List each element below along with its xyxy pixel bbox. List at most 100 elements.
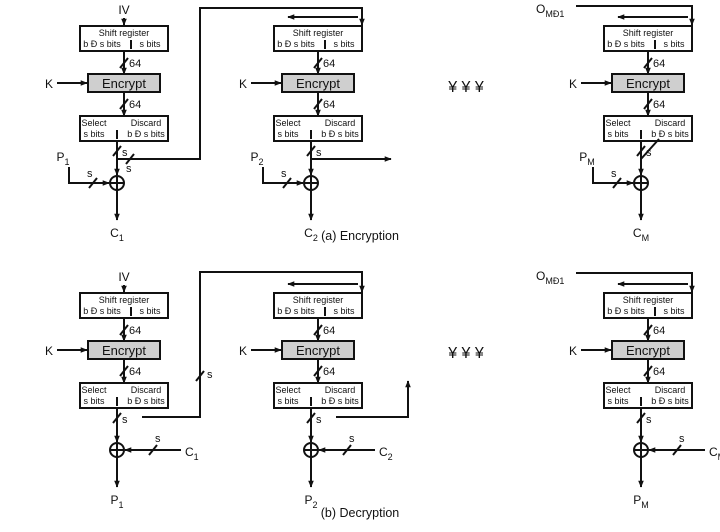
enc-stage-3-k-label: K <box>569 77 577 91</box>
dec-stage-1-discard-b-minus-s: b Ð s bits <box>127 396 165 406</box>
dec-stage-3-shift-register-label: Shift register <box>623 295 674 305</box>
enc-stage-2-output-label: C2 <box>304 226 318 243</box>
enc-stage-3-encrypt-label: Encrypt <box>626 76 670 91</box>
enc-feedback-s: s <box>126 163 132 175</box>
dec-stage-3-slash-64-a <box>643 324 653 336</box>
enc-stage-2-sr-s-bits: s bits <box>333 39 355 49</box>
enc-stage-2-shift-register-label: Shift register <box>293 28 344 38</box>
dec-stage-2-slash-64-a <box>313 324 323 336</box>
dec-stage-1-encrypt-label: Encrypt <box>102 343 146 358</box>
dec-stage-3-label-64-a: 64 <box>653 325 665 337</box>
dec-stage-2-shift-register-label: Shift register <box>293 295 344 305</box>
enc-stage-2-discard-label: Discard <box>325 118 356 128</box>
dec-stage-3-discard-b-minus-s: b Ð s bits <box>651 396 689 406</box>
dec-stage-3-input-s: s <box>679 433 685 445</box>
enc-iv-label: IV <box>118 3 129 17</box>
enc-stage-1-sr-s-bits: s bits <box>139 39 161 49</box>
enc-o-m1-label: OMÐ1 <box>536 2 564 19</box>
dec-stage-3-input-label: CM <box>709 445 720 462</box>
enc-stage-1-select-s-bits: s bits <box>83 129 105 139</box>
dec-stage-3-k-label: K <box>569 344 577 358</box>
dec-feedback-slash <box>195 370 205 382</box>
dec-stage-2-input-slash <box>342 444 352 456</box>
enc-stage-2-slash-64-a <box>313 57 323 69</box>
dec-stage-1-sr-b-minus-s: b Ð s bits <box>83 306 121 316</box>
dec-stage-3-encrypt-label: Encrypt <box>626 343 670 358</box>
enc-stage-2-label-s: s <box>316 147 322 159</box>
dec-stage-1-select-box <box>79 382 169 409</box>
enc-stage-3-input-s: s <box>611 168 617 180</box>
enc-stage-1-slash-s <box>112 145 122 157</box>
enc-feedback-slash <box>125 153 135 165</box>
dec-stage-1-slash-64-a <box>119 324 129 336</box>
dec-stage-1-select-label: Select <box>81 385 107 395</box>
enc-stage-1-shift-register-label: Shift register <box>99 28 150 38</box>
dec-stage-1-label-64-a: 64 <box>129 325 141 337</box>
dec-stage-1-input-slash <box>148 444 158 456</box>
dec-stage-3-sr-s-bits: s bits <box>663 306 685 316</box>
enc-stage-2-input-s: s <box>281 168 287 180</box>
dec-stage-3-label-64-b: 64 <box>653 366 665 378</box>
enc-stage-3-input-slash <box>612 177 622 189</box>
dec-stage-2-slash-64-b <box>313 365 323 377</box>
enc-stage-1-sr-b-minus-s: b Ð s bits <box>83 39 121 49</box>
dec-stage-2-input-s: s <box>349 433 355 445</box>
enc-stage-3-out-tick <box>640 138 660 160</box>
dec-iv-label: IV <box>118 270 129 284</box>
dec-stage-2-output-label: P2 <box>304 493 317 510</box>
enc-feedback-1-2 <box>117 7 365 160</box>
dec-stage-1-slash-64-b <box>119 365 129 377</box>
enc-stage-3-select-box <box>603 115 693 142</box>
enc-stage-1-select-label: Select <box>81 118 107 128</box>
enc-stage-3-output-label: CM <box>633 226 649 243</box>
dec-stage-3-slash-64-b <box>643 365 653 377</box>
enc-stage-2-select-s-bits: s bits <box>277 129 299 139</box>
dec-o-m1-arrow <box>576 272 695 293</box>
dec-stage-1-label-s: s <box>122 414 128 426</box>
enc-stage-2-discard-b-minus-s: b Ð s bits <box>321 129 359 139</box>
dec-feedback-1-2 <box>142 271 365 418</box>
dec-o-m1-label: OMÐ1 <box>536 269 564 286</box>
enc-stage-2-label-64-b: 64 <box>323 99 335 111</box>
enc-ellipsis: ¥ ¥ ¥ <box>447 79 484 96</box>
enc-stage-2-input-label: P2 <box>250 150 263 167</box>
dec-stage-3-select-s-bits: s bits <box>607 396 629 406</box>
enc-stage-3-input-arrow <box>592 167 634 186</box>
dec-ellipsis: ¥ ¥ ¥ <box>447 345 484 362</box>
dec-stage-1-input-s: s <box>155 433 161 445</box>
dec-stage-1-discard-label: Discard <box>131 385 162 395</box>
enc-stage-2-slash-s <box>306 145 316 157</box>
dec-stage-3-output-label: PM <box>633 493 649 510</box>
enc-stage-2-shift-register-box <box>273 25 363 52</box>
enc-stage-2-select-label: Select <box>275 118 301 128</box>
enc-stage-2-sr-b-minus-s: b Ð s bits <box>277 39 315 49</box>
dec-stage-2-discard-b-minus-s: b Ð s bits <box>321 396 359 406</box>
enc-stage-2-k-label: K <box>239 77 247 91</box>
enc-stage-3-sr-s-bits: s bits <box>663 39 685 49</box>
enc-stage-1-input-s: s <box>87 168 93 180</box>
enc-stage-1-discard-b-minus-s: b Ð s bits <box>127 129 165 139</box>
dec-stage-3-sr-b-minus-s: b Ð s bits <box>607 306 645 316</box>
dec-stage-1-output-label: P1 <box>110 493 123 510</box>
dec-stage-2-shift-register-box <box>273 292 363 319</box>
enc-stage-3-input-label: PM <box>579 150 595 167</box>
enc-stage-1-label-s: s <box>122 147 128 159</box>
dec-stage-2-discard-label: Discard <box>325 385 356 395</box>
enc-stage-3-discard-b-minus-s: b Ð s bits <box>651 129 689 139</box>
enc-stage-3-slash-64-a <box>643 57 653 69</box>
dec-stage-3-slash-s <box>636 412 646 424</box>
enc-stage-3-slash-s <box>636 145 646 157</box>
dec-stage-2-sr-s-bits: s bits <box>333 306 355 316</box>
enc-stage-2-label-64-a: 64 <box>323 58 335 70</box>
enc-stage-3-select-label: Select <box>605 118 631 128</box>
enc-stage-2-input-arrow <box>262 167 304 186</box>
enc-stage-1-discard-label: Discard <box>131 118 162 128</box>
dec-feedback-s: s <box>207 369 213 381</box>
dec-stage-2-label-64-a: 64 <box>323 325 335 337</box>
enc-stage-2-slash-64-b <box>313 98 323 110</box>
dec-stage-2-select-box <box>273 382 363 409</box>
dec-stage-2-label-s: s <box>316 414 322 426</box>
dec-stage-3-shift-register-box <box>603 292 693 319</box>
dec-stage-3-select-label: Select <box>605 385 631 395</box>
